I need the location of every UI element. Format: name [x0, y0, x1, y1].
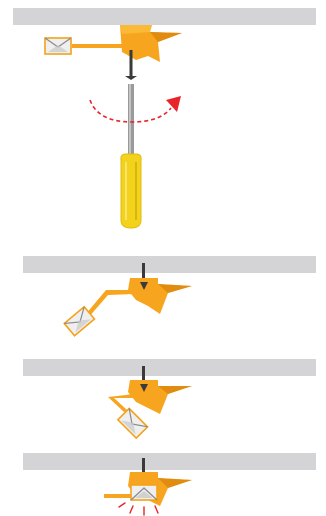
step-1-panel — [13, 8, 316, 229]
step-4-panel — [23, 453, 316, 516]
step-2-panel — [23, 256, 316, 337]
sensor-switch-1 — [44, 37, 72, 55]
screw-3 — [142, 366, 145, 390]
sensor-switch-2 — [63, 305, 96, 337]
sensor-switch-4 — [130, 484, 158, 501]
screwdriver-handle — [120, 153, 142, 229]
ceiling-bar-3 — [23, 359, 316, 376]
screw-2 — [142, 263, 145, 289]
ceiling-bar-2 — [23, 256, 316, 273]
ceiling-bar-4 — [23, 453, 316, 470]
switch-arm-3 — [108, 394, 134, 412]
step-3-panel — [23, 359, 316, 440]
mounting-bracket-1 — [120, 25, 182, 62]
screw-1 — [125, 50, 137, 80]
switch-arm-2 — [85, 290, 134, 318]
mounting-bracket-2 — [128, 278, 192, 314]
sensor-switch-3 — [116, 407, 149, 440]
ceiling-bar-1 — [13, 8, 316, 25]
screwdriver — [120, 84, 142, 229]
rotation-arrow-icon — [89, 96, 181, 123]
screw-4 — [142, 458, 145, 484]
mounting-bracket-3 — [128, 380, 192, 414]
alert-rays-icon — [118, 502, 159, 516]
switch-arm-1 — [72, 44, 122, 48]
